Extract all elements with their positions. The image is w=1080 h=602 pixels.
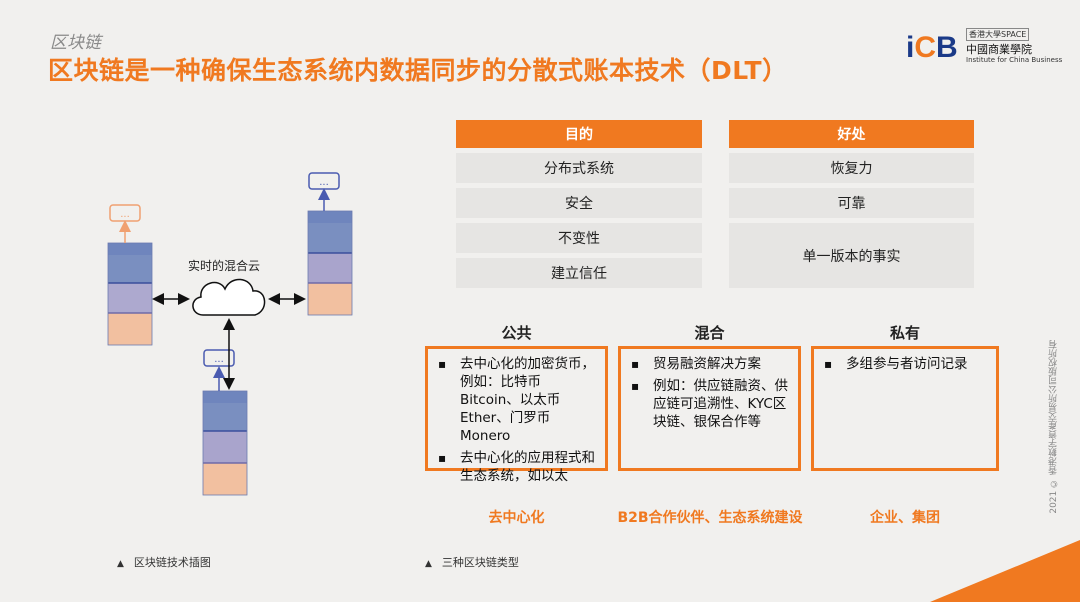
benefit-row: 单一版本的事实 (729, 223, 974, 288)
type-heading-hybrid: 混合 (694, 324, 725, 342)
private-box: 多组参与者访问记录 (811, 346, 999, 471)
purpose-row: 不变性 (456, 223, 702, 253)
bottom-block-stack (202, 390, 248, 496)
right-block-stack (307, 210, 353, 316)
triangle-icon: ▲ (425, 559, 432, 569)
type-heading-private: 私有 (889, 324, 920, 342)
section-label: 区块链 (50, 33, 101, 53)
right-node-dots: ... (319, 177, 329, 188)
purpose-row: 建立信任 (456, 258, 702, 288)
purpose-header: 目的 (456, 120, 702, 148)
public-box: 去中心化的加密货币，例如：比特币Bitcoin、以太币Ether、门罗币Mone… (425, 346, 608, 484)
page-title: 区块链是一种确保生态系统内数据同步的分散式账本技术（DLT） (48, 56, 788, 85)
private-bullet: 多组参与者访问记录 (824, 355, 990, 373)
public-bullet: 去中心化的应用程式和生态系统，如以太 (438, 449, 599, 485)
corner-accent (930, 540, 1080, 602)
cloud-icon (192, 278, 266, 316)
caption-left: ▲区块链技术插图 (117, 556, 211, 569)
benefit-row: 恢复力 (729, 153, 974, 183)
hybrid-bullet: 例如：供应链融资、供应链可追溯性、KYC区块链、银保合作等 (631, 377, 792, 431)
caption-right: ▲三种区块链类型 (425, 556, 519, 569)
logo-mark: iCB (906, 31, 958, 64)
copyright-text: 2021 © 香港數字資產交易所公司版权所有 (1049, 340, 1059, 514)
hybrid-box: 贸易融资解决方案 例如：供应链融资、供应链可追溯性、KYC区块链、银保合作等 (618, 346, 801, 471)
icb-logo: iCB 香港大學SPACE 中國商業學院 Institute for China… (906, 28, 1062, 72)
logo-english-name: Institute for China Business (966, 56, 1063, 64)
purpose-row: 分布式系统 (456, 153, 702, 183)
type-heading-public: 公共 (501, 324, 532, 342)
cloud-label: 实时的混合云 (188, 259, 261, 273)
left-node-dots: ... (120, 209, 130, 220)
logo-chinese-name: 中國商業學院 (966, 43, 1032, 56)
hybrid-bullet: 贸易融资解决方案 (631, 355, 792, 373)
purpose-row: 安全 (456, 188, 702, 218)
public-bullet: 去中心化的加密货币，例如：比特币Bitcoin、以太币Ether、门罗币Mone… (438, 355, 599, 445)
type-footer-public: 去中心化 (488, 510, 545, 526)
logo-university-text: 香港大學SPACE (966, 28, 1030, 41)
benefit-header: 好处 (729, 120, 974, 148)
bottom-node-dots: ... (214, 354, 224, 365)
triangle-icon: ▲ (117, 559, 124, 569)
benefit-row: 可靠 (729, 188, 974, 218)
type-footer-hybrid: B2B合作伙伴、生态系统建设 (617, 510, 803, 526)
type-footer-private: 企业、集团 (870, 510, 940, 526)
blockchain-diagram: ... ... ... (107, 172, 353, 496)
left-block-stack (107, 242, 153, 346)
